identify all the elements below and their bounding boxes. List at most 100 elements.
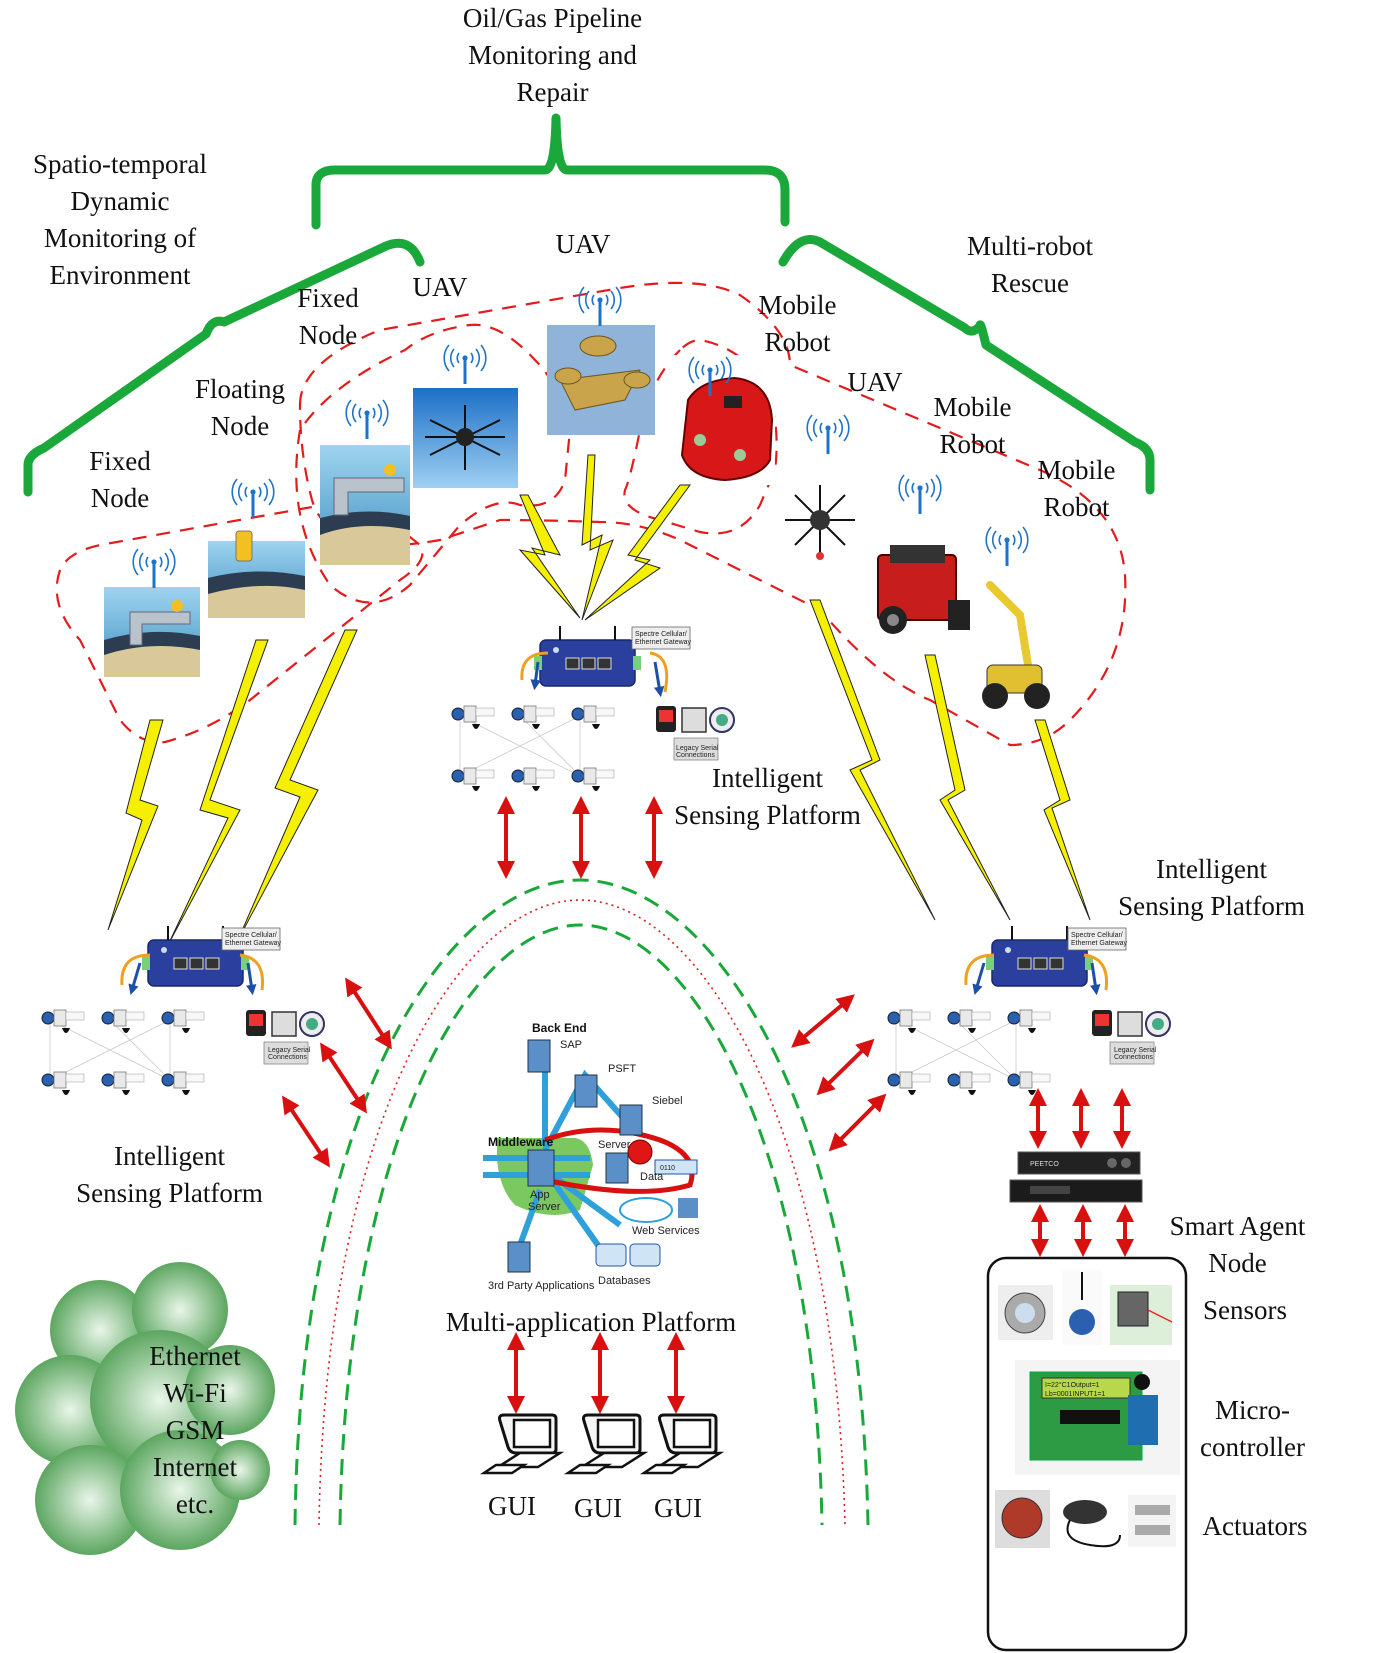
middleware-diagram: 0110 Back End SAP PSFT Siebel Middleware…: [483, 1021, 700, 1292]
web-services-label: Web Services: [632, 1225, 700, 1237]
mobile-robot-mid-line-1: Mobile: [933, 392, 1012, 422]
multi-application-label: Multi-application Platform: [445, 1307, 737, 1337]
mobile-robot-top-image: [670, 355, 775, 485]
platform-center-line-1: Intelligent: [712, 763, 823, 793]
mobile-robot-right-image: [982, 525, 1050, 709]
mobile-robot-right-line-2: Robot: [1043, 492, 1110, 522]
mobile-robot-top-line-2: Robot: [764, 327, 831, 357]
siebel-label: Siebel: [652, 1095, 683, 1107]
rescue-line-1: Multi-robot: [967, 231, 1093, 261]
right-platform: Spectre Cellular/ Ethernet Gateway Legac…: [888, 925, 1170, 1095]
gateway-label-right-2: Ethernet Gateway: [1071, 940, 1128, 947]
smart-agent-title-line-1: Smart Agent: [1169, 1211, 1306, 1241]
gateway-label-left-1: Spectre Cellular/: [225, 932, 277, 939]
rescue-group-label: Multi-robot Rescue: [940, 228, 1120, 302]
third-party-label: 3rd Party Applications: [488, 1280, 595, 1292]
environment-line-3: Monitoring of: [43, 223, 197, 253]
middleware-label: Middleware: [488, 1135, 554, 1149]
network-cloud: [15, 1262, 275, 1555]
platform-right-label: Intelligent Sensing Platform: [1104, 851, 1319, 925]
floating-node-line-2: Node: [210, 411, 270, 441]
platform-right-line-2: Sensing Platform: [1118, 891, 1305, 921]
network-line-5: etc.: [175, 1489, 215, 1519]
uav-right-image: [785, 413, 855, 560]
pipeline-line-2: Monitoring and: [468, 40, 637, 70]
fixed-node-top-image: [320, 398, 410, 565]
mobile-robot-mid-label: Mobile Robot: [920, 389, 1025, 463]
rescue-line-2: Rescue: [991, 268, 1069, 298]
network-line-4: Internet: [153, 1452, 237, 1482]
fixed-node-top-line-2: Node: [298, 320, 358, 350]
relay-brand: PEETCO: [1030, 1161, 1059, 1168]
microcontroller-line-2: controller: [1200, 1432, 1305, 1462]
platform-center-line-2: Sensing Platform: [674, 800, 861, 830]
fixed-node-left-line-2: Node: [90, 483, 150, 513]
gateway-label-center-2: Ethernet Gateway: [635, 639, 692, 646]
lcd-line-2: Lb=0001INPUT1=1: [1045, 1391, 1105, 1398]
gui-label-2: GUI: [574, 1493, 622, 1523]
mobile-robot-right-label: Mobile Robot: [1024, 452, 1129, 526]
network-line-2: Wi-Fi: [163, 1378, 227, 1408]
environment-line-1: Spatio-temporal: [33, 149, 207, 179]
pipeline-line-1: Oil/Gas Pipeline: [462, 3, 643, 33]
uav-right-label: UAV: [847, 367, 903, 397]
app-label: App: [530, 1189, 550, 1201]
smart-agent-box: I=22°C1Output=1 Lb=0001INPUT1=1: [986, 1256, 1188, 1652]
pipeline-line-3: Repair: [516, 77, 589, 107]
environment-line-4: Environment: [49, 260, 191, 290]
network-line-1: Ethernet: [149, 1341, 241, 1371]
lcd-line-1: I=22°C1Output=1: [1045, 1381, 1100, 1389]
svg-text:0110: 0110: [660, 1165, 675, 1172]
mobile-robot-top-label: Mobile Robot: [745, 287, 850, 361]
fixed-node-left-label: Fixed Node: [70, 443, 170, 517]
sensors-label: Sensors: [1202, 1295, 1287, 1325]
gateway-label-right-1: Spectre Cellular/: [1071, 932, 1123, 939]
actuators-label: Actuators: [1202, 1511, 1308, 1541]
network-line-3: GSM: [165, 1415, 225, 1445]
microcontroller-label: Micro- controller: [1190, 1392, 1315, 1466]
uav-top-image: [547, 285, 655, 435]
fixed-node-top-label: Fixed Node: [278, 280, 378, 354]
legacy-label-center-1: Legacy Serial: [676, 745, 719, 752]
server-label: Server: [598, 1139, 631, 1151]
legacy-label-left-1: Legacy Serial: [268, 1047, 311, 1054]
gui-label-1: GUI: [488, 1491, 536, 1521]
legacy-label-center-2: Connections: [676, 752, 715, 759]
microcontroller-line-1: Micro-: [1215, 1395, 1290, 1425]
databases-label: Databases: [598, 1275, 651, 1287]
floating-node-line-1: Floating: [194, 374, 285, 404]
mobile-robot-right-line-1: Mobile: [1037, 455, 1116, 485]
gui-monitors: [482, 1413, 722, 1475]
legacy-label-right-1: Legacy Serial: [1114, 1047, 1157, 1054]
psft-label: PSFT: [608, 1063, 636, 1075]
gui-label-3: GUI: [654, 1493, 702, 1523]
gateway-label-left-2: Ethernet Gateway: [225, 940, 282, 947]
relay-units: PEETCO: [1009, 1151, 1143, 1203]
mobile-robot-mid-image: [877, 473, 970, 634]
platform-center-label: Intelligent Sensing Platform: [660, 760, 875, 834]
left-platform: Spectre Cellular/ Ethernet Gateway Legac…: [42, 925, 324, 1095]
fixed-node-left-image: [104, 547, 200, 677]
mobile-robot-top-line-1: Mobile: [758, 290, 837, 320]
platform-left-line-2: Sensing Platform: [76, 1178, 263, 1208]
uav-left-label: UAV: [412, 272, 468, 302]
legacy-label-left-2: Connections: [268, 1054, 307, 1061]
platform-right-line-1: Intelligent: [1156, 854, 1267, 884]
smart-agent-title-line-2: Node: [1208, 1248, 1267, 1278]
floating-node-label: Floating Node: [180, 371, 300, 445]
network-arch: [293, 878, 870, 1526]
floating-node-image: [208, 477, 305, 618]
back-end-label: Back End: [532, 1021, 587, 1035]
fixed-node-top-line-1: Fixed: [297, 283, 359, 313]
legacy-label-right-2: Connections: [1114, 1054, 1153, 1061]
pipeline-group-label: Oil/Gas Pipeline Monitoring and Repair: [430, 0, 675, 111]
network-types-label: Ethernet Wi-Fi GSM Internet etc.: [130, 1338, 260, 1523]
platform-left-line-1: Intelligent: [114, 1141, 225, 1171]
environment-line-2: Dynamic: [70, 186, 170, 216]
red-dashed-clusters: [55, 281, 1127, 747]
fixed-node-left-line-1: Fixed: [89, 446, 151, 476]
server2-label: Server: [528, 1201, 561, 1213]
lightning-bolts: [107, 454, 1091, 946]
